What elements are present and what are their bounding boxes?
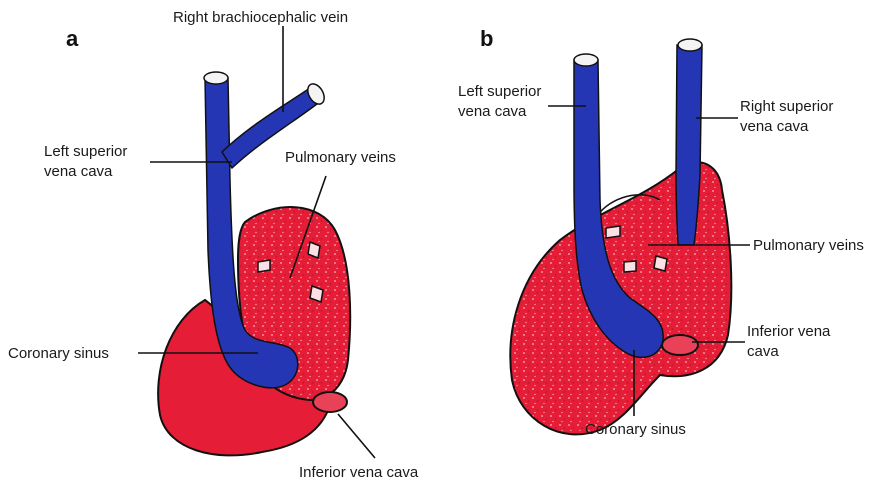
panel-b-label-ivc-line1: Inferior vena (747, 323, 831, 340)
panel-a-leader-ivc (338, 414, 375, 458)
panel-b-label-ivc-line2: cava (747, 343, 779, 360)
panel-a-label-right-brachiocephalic-vein: Right brachiocephalic vein (173, 9, 348, 26)
panel-b-right-svc-opening (678, 39, 702, 51)
panel-a-ivc-stub (313, 392, 347, 412)
panel-a-letter: a (66, 26, 79, 51)
panel-a-label-coronary-sinus: Coronary sinus (8, 345, 109, 362)
panel-b-label-right-svc-line2: vena cava (740, 118, 809, 135)
panel-a-label-left-svc-line1: Left superior (44, 143, 127, 160)
panel-b: b Left superior vena cava Right superior… (458, 26, 864, 438)
panel-b-label-coronary-sinus: Coronary sinus (585, 421, 686, 438)
panel-a-label-pulmonary-veins: Pulmonary veins (285, 149, 396, 166)
panel-a-label-left-svc-line2: vena cava (44, 163, 113, 180)
panel-a: a Right brachiocephalic vein Left superi… (8, 9, 419, 481)
panel-b-label-pulmonary-veins: Pulmonary veins (753, 237, 864, 254)
panel-b-label-left-svc-line1: Left superior (458, 83, 541, 100)
panel-a-label-inferior-vena-cava: Inferior vena cava (299, 464, 419, 481)
panel-b-label-right-svc-line1: Right superior (740, 98, 833, 115)
panel-b-label-left-svc-line2: vena cava (458, 103, 527, 120)
panel-b-letter: b (480, 26, 493, 51)
panel-a-svc-top-opening (204, 72, 228, 84)
panel-b-left-svc-opening (574, 54, 598, 66)
panel-b-ivc-stub (662, 335, 698, 355)
